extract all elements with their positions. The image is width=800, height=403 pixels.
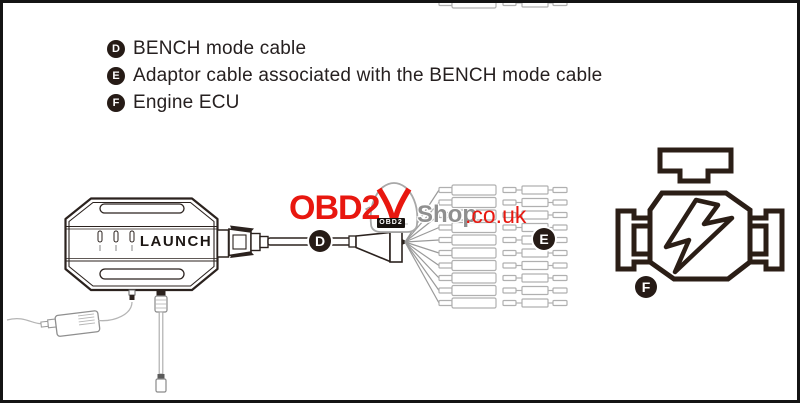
db9-connector-icon: [216, 225, 269, 258]
legend-marker-f: F: [107, 93, 125, 112]
legend-item-adaptor-cable: E Adaptor cable associated with the BENC…: [107, 62, 602, 89]
launch-vci-device: [64, 197, 219, 292]
diagram-marker-e: E: [533, 228, 555, 250]
power-adapter-icon: [54, 310, 101, 337]
adaptor-cable-terminals: [502, 3, 568, 308]
power-adapter-assembly: [6, 289, 168, 393]
watermark-co-uk: .co.uk: [465, 202, 527, 228]
bench-connection-diagram: [6, 3, 785, 393]
bench-mode-cable: [267, 231, 408, 263]
engine-ecu-icon: [615, 147, 785, 282]
fanout-wires: [404, 189, 440, 304]
lightning-bolt-icon: [663, 197, 735, 275]
legend-label: BENCH mode cable: [133, 37, 307, 59]
watermark-shop: Shop: [417, 201, 477, 228]
watermark-obd2-badge: OBD2: [377, 218, 405, 228]
legend-item-bench-cable: D BENCH mode cable: [107, 35, 602, 62]
legend: D BENCH mode cable E Adaptor cable assoc…: [107, 35, 602, 116]
legend-label: Engine ECU: [133, 91, 240, 113]
legend-marker-d: D: [107, 39, 125, 58]
launch-brand-label: LAUNCH: [139, 233, 213, 250]
main-cable: [154, 290, 168, 393]
watermark-obd2: OBD2: [289, 189, 380, 227]
status-led-icons: [97, 230, 135, 251]
legend-marker-e: E: [107, 66, 125, 85]
diagram-marker-f: F: [635, 276, 657, 298]
legend-label: Adaptor cable associated with the BENCH …: [133, 64, 603, 86]
legend-item-engine-ecu: F Engine ECU: [107, 89, 602, 116]
bench-cable-terminals: [438, 3, 497, 309]
diagram-marker-d: D: [309, 230, 331, 252]
